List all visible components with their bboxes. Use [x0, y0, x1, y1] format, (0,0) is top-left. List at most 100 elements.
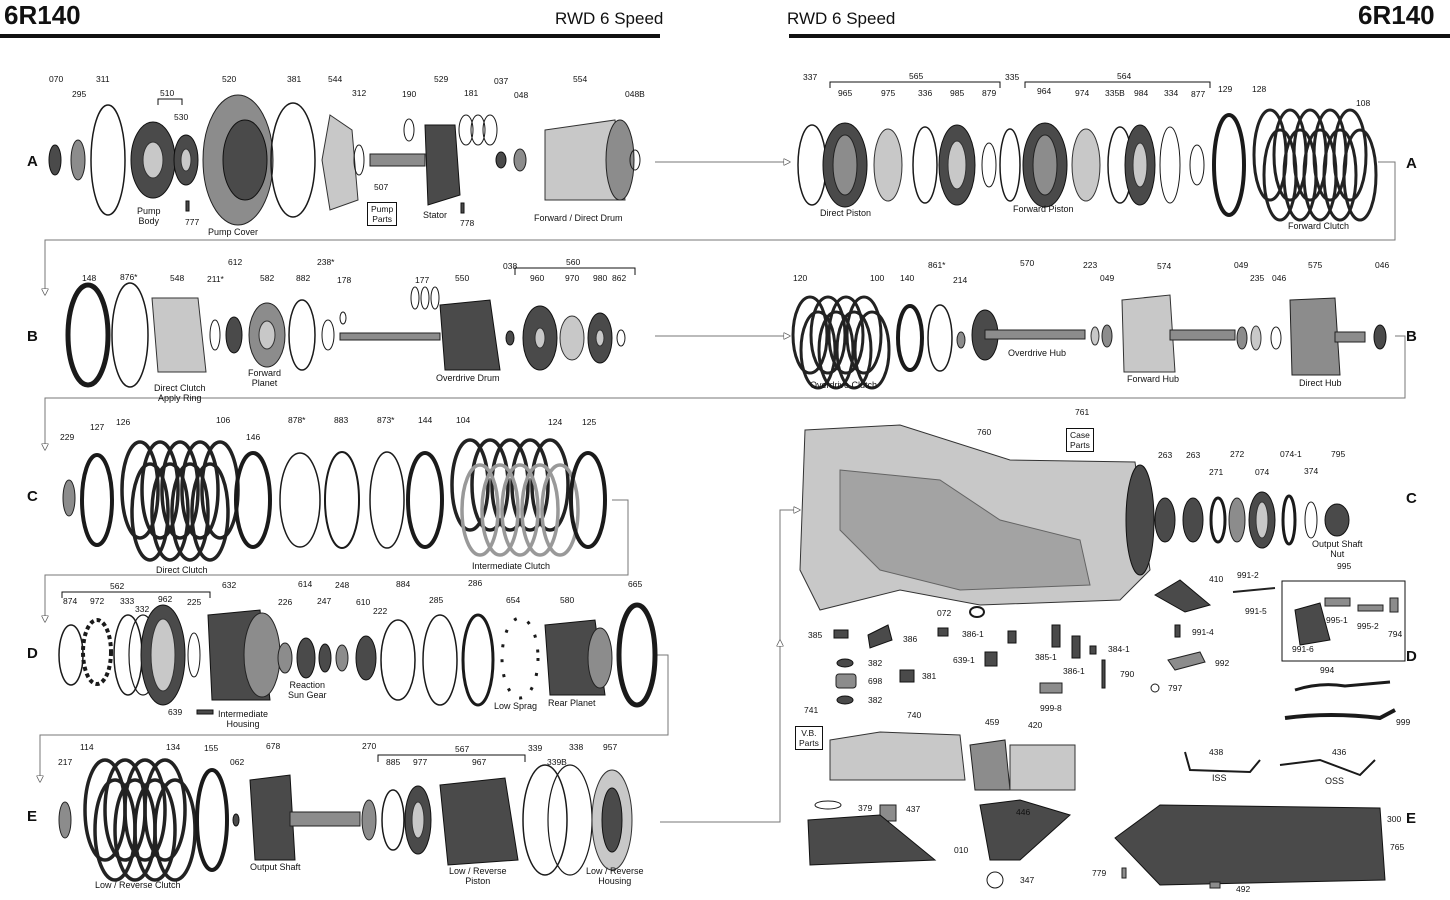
part-972: 972 [90, 596, 105, 606]
part-225: 225 [187, 597, 202, 607]
row-b-left-parts [65, 282, 626, 388]
box-number-case-parts: 761 [1075, 407, 1090, 417]
part-062: 062 [230, 757, 245, 767]
part-529: 529 [434, 74, 449, 84]
part-386-1-a: 386-1 [962, 629, 984, 639]
part-882: 882 [296, 273, 311, 283]
part-974: 974 [1075, 88, 1090, 98]
box-number-vb-parts: 741 [804, 705, 819, 715]
caption-low-reverse-clutch: Low / Reverse Clutch [95, 880, 181, 890]
part-777: 777 [185, 217, 200, 227]
part-760: 760 [977, 427, 992, 437]
caption-overdrive-drum: Overdrive Drum [436, 373, 500, 383]
pump-parts-box: Pump Parts [367, 202, 398, 226]
brackets [61, 81, 1406, 762]
part-229: 229 [60, 432, 75, 442]
part-238: 238* [317, 257, 335, 267]
part-155: 155 [204, 743, 219, 753]
part-554: 554 [573, 74, 588, 84]
bracket-560: 560 [566, 257, 581, 267]
part-211: 211* [207, 274, 224, 284]
part-980: 980 [593, 273, 608, 283]
part-010: 010 [954, 845, 969, 855]
part-385: 385 [808, 630, 823, 640]
part-108: 108 [1356, 98, 1371, 108]
part-148: 148 [82, 273, 97, 283]
part-049-a: 049 [1100, 273, 1115, 283]
part-144: 144 [418, 415, 433, 425]
caption-low-sprag: Low Sprag [494, 701, 538, 711]
transmission-case-area [799, 424, 1399, 889]
part-873: 873* [377, 415, 395, 425]
part-874: 874 [63, 596, 78, 606]
part-991-6: 991-6 [1292, 644, 1314, 654]
row-letter-a-left: A [27, 153, 38, 170]
part-048: 048 [514, 90, 529, 100]
row-a-left-parts [48, 94, 641, 226]
caption-direct-clutch: Direct Clutch [156, 565, 208, 575]
row-d-left-parts [58, 602, 658, 715]
part-126: 126 [116, 417, 131, 427]
part-226: 226 [278, 597, 293, 607]
part-740: 740 [907, 710, 922, 720]
part-222: 222 [373, 606, 388, 616]
part-575: 575 [1308, 260, 1323, 270]
bracket-995: 995 [1337, 561, 1352, 571]
part-550: 550 [455, 273, 470, 283]
header-rule-left [0, 34, 660, 38]
part-965: 965 [838, 88, 853, 98]
part-992: 992 [1215, 658, 1230, 668]
part-382-a: 382 [868, 658, 883, 668]
part-177: 177 [415, 275, 430, 285]
part-074-1: 074-1 [1280, 449, 1302, 459]
part-178: 178 [337, 275, 352, 285]
part-779: 779 [1092, 868, 1107, 878]
part-106: 106 [216, 415, 231, 425]
part-877: 877 [1191, 89, 1206, 99]
row-letter-c-right: C [1406, 490, 1417, 507]
caption-overdrive-clutch: Overdrive Clutch [810, 380, 878, 390]
assembly-flow-lines [40, 162, 1406, 823]
vb-parts-box: V.B. Parts [795, 726, 823, 750]
part-492: 492 [1236, 884, 1251, 894]
part-530: 530 [174, 112, 189, 122]
part-381: 381 [287, 74, 302, 84]
part-128: 128 [1252, 84, 1267, 94]
part-639-1: 639-1 [953, 655, 975, 665]
part-862: 862 [612, 273, 627, 283]
part-214: 214 [953, 275, 968, 285]
part-964: 964 [1037, 86, 1052, 96]
part-381-case: 381 [922, 671, 937, 681]
row-letter-b-left: B [27, 328, 38, 345]
part-438: 438 [1209, 747, 1224, 757]
row-letter-c-left: C [27, 488, 38, 505]
part-271: 271 [1209, 467, 1224, 477]
part-100: 100 [870, 273, 885, 283]
part-437: 437 [906, 804, 921, 814]
part-048b: 048B [625, 89, 645, 99]
part-420: 420 [1028, 720, 1043, 730]
part-999-8: 999-8 [1040, 703, 1062, 713]
part-384-1: 384-1 [1108, 644, 1130, 654]
part-970: 970 [565, 273, 580, 283]
part-999: 999 [1396, 717, 1411, 727]
caption-forward-hub: Forward Hub [1127, 374, 1180, 384]
caption-overdrive-hub: Overdrive Hub [1008, 348, 1067, 358]
model-title-left: 6R140 [4, 0, 81, 30]
part-977: 977 [413, 757, 428, 767]
part-632: 632 [222, 580, 237, 590]
row-letter-a-right: A [1406, 155, 1417, 172]
part-548: 548 [170, 273, 185, 283]
part-639: 639 [168, 707, 183, 717]
part-074: 074 [1255, 467, 1270, 477]
part-879: 879 [982, 88, 997, 98]
subtitle-left: RWD 6 Speed [555, 9, 664, 28]
part-114: 114 [80, 742, 94, 752]
part-190: 190 [402, 89, 417, 99]
caption-output-shaft: Output Shaft [250, 862, 301, 872]
part-235: 235 [1250, 273, 1265, 283]
part-960: 960 [530, 273, 545, 283]
part-333: 333 [120, 596, 135, 606]
caption-pump-body: Pump Body [137, 206, 161, 226]
caption-direct-clutch-apply-ring: Direct Clutch Apply Ring [154, 383, 206, 403]
